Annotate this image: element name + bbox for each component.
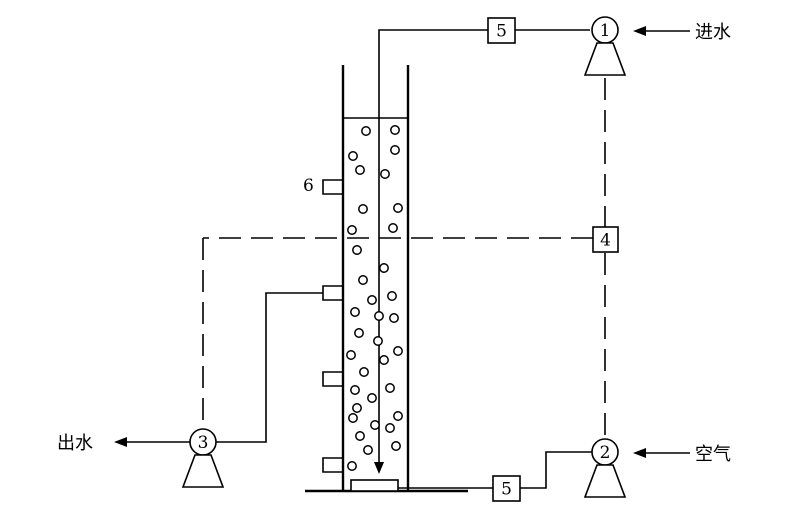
bubble (385, 383, 395, 393)
pump-3: 3 (181, 428, 225, 488)
bubble (346, 350, 356, 360)
flowmeter-bottom: 5 (492, 475, 521, 502)
sampling-port-6 (322, 179, 343, 195)
port-4 (322, 457, 343, 473)
bubble (361, 126, 371, 136)
bubble (350, 385, 360, 395)
bubble (348, 413, 358, 423)
flowmeter-top: 5 (487, 17, 516, 44)
bubble (358, 275, 368, 285)
flow-arrow-down-icon (374, 462, 384, 474)
bubble (379, 355, 389, 365)
outlet-water-label: 出水 (57, 433, 93, 454)
sampling-port-label: 6 (303, 176, 314, 196)
inlet-pipe (374, 29, 590, 474)
control-signal-lines (202, 78, 606, 438)
controller-label: 4 (600, 231, 611, 251)
bubble (350, 307, 360, 317)
bubble (393, 346, 403, 356)
bubble (389, 313, 399, 323)
bubble (347, 461, 357, 471)
port-3 (322, 371, 343, 387)
bubble (367, 295, 377, 305)
arrow-left-icon (633, 448, 646, 458)
bubble (385, 423, 395, 433)
pump-1: 1 (583, 16, 627, 76)
bubble (355, 165, 365, 175)
bubble (367, 393, 377, 403)
bubble (347, 225, 357, 235)
air-supply-line (398, 451, 592, 489)
air-label: 空气 (695, 444, 731, 465)
arrow-left-icon (114, 437, 127, 447)
inlet-water-label: 进水 (695, 22, 731, 43)
reactor-column (305, 65, 468, 493)
bubble (393, 203, 403, 213)
bubble (388, 223, 398, 233)
aeration-diffuser (350, 479, 399, 492)
air-inlet-arrow: 空气 (633, 444, 731, 465)
bubble (393, 411, 403, 421)
bubble (355, 431, 365, 441)
pump-3-label: 3 (198, 433, 209, 453)
bubble (387, 291, 397, 301)
controller: 4 (592, 226, 619, 253)
pump-1-label: 1 (600, 21, 611, 41)
bubble (363, 445, 373, 455)
bubble (374, 311, 384, 321)
flowmeter-top-label: 5 (496, 22, 507, 42)
pump-2-label: 2 (600, 443, 611, 463)
bubble (391, 441, 401, 451)
flowmeter-bottom-label: 5 (501, 480, 512, 500)
bubble (390, 125, 400, 135)
outlet-port (322, 285, 343, 301)
bubble (390, 145, 400, 155)
outlet-water-arrow: 出水 (57, 433, 190, 454)
bubble (359, 367, 369, 377)
side-ports: 6 (303, 176, 343, 473)
bubble (354, 328, 364, 338)
bubble (352, 403, 362, 413)
inlet-water-arrow: 进水 (633, 22, 731, 43)
bubble (379, 263, 389, 273)
bubble (380, 169, 390, 179)
bubble (358, 204, 368, 214)
bubble (352, 245, 362, 255)
bubble (373, 336, 383, 346)
bubble (370, 420, 380, 430)
outlet-pipe (216, 292, 323, 443)
bubble (348, 151, 358, 161)
bubbles (346, 125, 403, 471)
arrow-left-icon (633, 26, 646, 36)
pump-2: 2 (583, 438, 627, 498)
